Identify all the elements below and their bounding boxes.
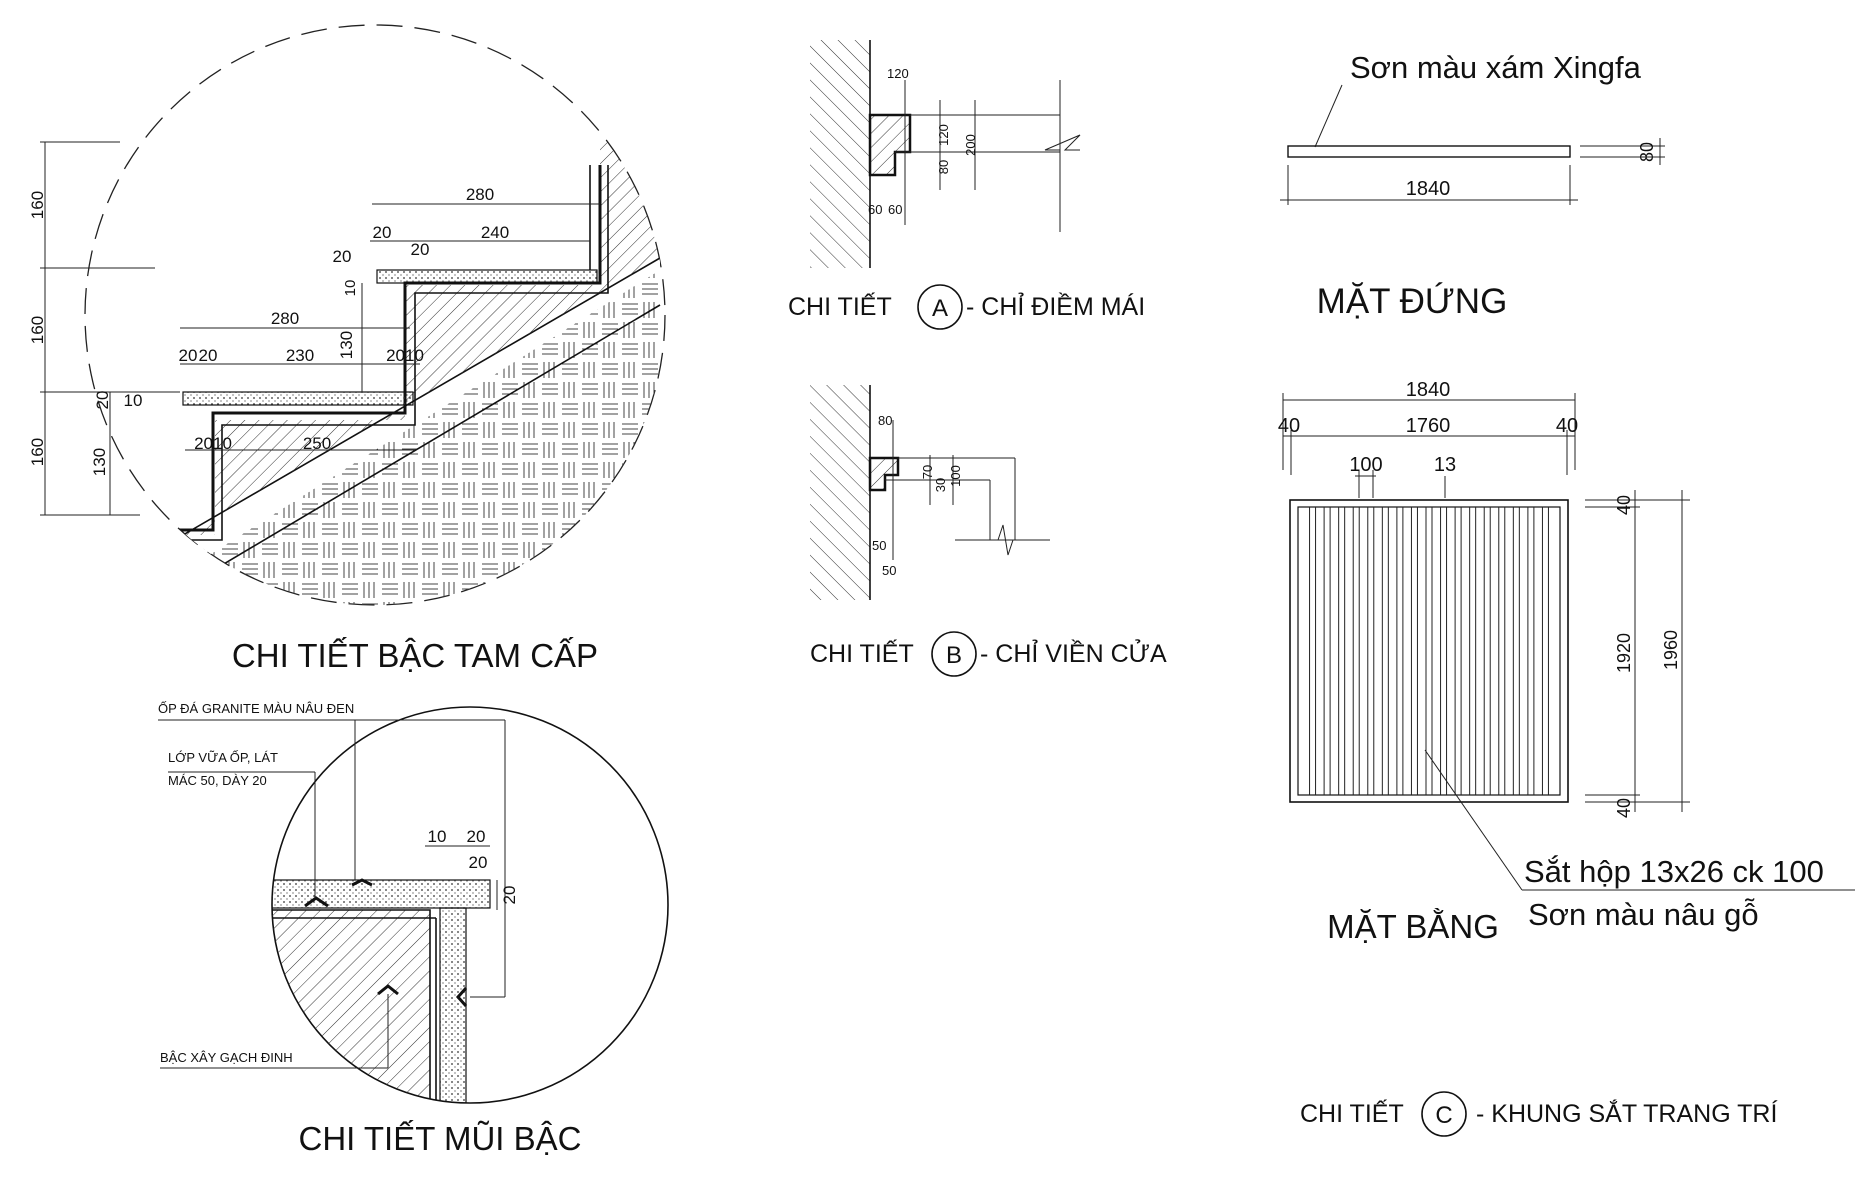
plan-edge-right: 40 bbox=[1556, 415, 1578, 437]
plan-edge-bottom: 40 bbox=[1614, 798, 1634, 818]
nosing-d20-c: 20 bbox=[500, 886, 519, 905]
tread-inner-upper: 240 bbox=[481, 223, 509, 242]
riser-dimensions: 160 160 160 bbox=[28, 141, 180, 516]
plan-height-inner: 1920 bbox=[1614, 633, 1634, 673]
detail-c-plan: 1840 40 1760 40 100 13 40 1920 40 1960 S… bbox=[1278, 379, 1855, 945]
riser-label-3: 160 bbox=[28, 438, 47, 466]
d2010-lower: 2010 bbox=[194, 434, 232, 453]
step-detail-title: CHI TIẾT BẬC TAM CẤP bbox=[232, 637, 598, 674]
elevation-title: MẶT ĐỨNG bbox=[1317, 282, 1508, 321]
plan-width-total: 1840 bbox=[1406, 379, 1451, 401]
nosing-left: 20 bbox=[93, 391, 112, 410]
elevation-width: 1840 bbox=[1406, 178, 1451, 200]
nosing-upper-2: 20 bbox=[333, 247, 352, 266]
nosing-upper: 20 bbox=[373, 223, 392, 242]
nosing-d20-b: 20 bbox=[469, 853, 488, 872]
detail-b-d50-b: 50 bbox=[882, 563, 896, 578]
upper-tread-dimensions: 280 20 240 20 20 10 130 bbox=[333, 185, 600, 392]
detail-a-title-suffix: - CHỈ ĐIỀM MÁI bbox=[966, 291, 1145, 321]
detail-c-title: CHI TIẾT C - KHUNG SẮT TRANG TRÍ bbox=[1300, 1091, 1777, 1137]
detail-c-title-suffix: - KHUNG SẮT TRANG TRÍ bbox=[1476, 1098, 1777, 1128]
detail-b-d50-a: 50 bbox=[872, 538, 886, 553]
rise-inner-lower: 130 bbox=[90, 448, 109, 476]
detail-b-d80: 80 bbox=[878, 413, 892, 428]
plan-spacing: 100 bbox=[1349, 454, 1382, 476]
detail-a: 120 120 200 80 60 60 CHI TIẾT A - CHỈ ĐI… bbox=[788, 40, 1145, 330]
lower-tread-dimensions: 280 20 20 230 2010 20 10 130 2010 250 bbox=[90, 309, 424, 515]
plan-height-total: 1960 bbox=[1661, 630, 1681, 670]
detail-b: 80 70 100 30 50 50 CHI TIẾT B - CHỈ VIỀN… bbox=[810, 385, 1167, 677]
step-detail: 160 160 160 280 20 240 20 20 10 130 280 … bbox=[28, 24, 666, 674]
d2010-upper: 2010 bbox=[386, 346, 424, 365]
detail-b-d100: 100 bbox=[948, 465, 963, 487]
detail-c-elevation: Sơn màu xám Xingfa 1840 80 MẶT ĐỨNG bbox=[1280, 50, 1665, 321]
rise-inner-upper: 130 bbox=[337, 331, 356, 359]
nosing-d10: 10 bbox=[428, 827, 447, 846]
detail-b-title-prefix: CHI TIẾT bbox=[810, 639, 914, 668]
detail-a-marker bbox=[917, 284, 963, 330]
detail-a-title-prefix: CHI TIẾT bbox=[788, 292, 892, 321]
bottom-dim: 250 bbox=[303, 434, 331, 453]
detail-a-d60-b: 60 bbox=[888, 202, 902, 217]
detail-b-marker-label: B bbox=[946, 642, 962, 669]
detail-b-marker bbox=[931, 631, 977, 677]
detail-a-d120: 120 bbox=[887, 66, 909, 81]
plan-title: MẶT BẰNG bbox=[1327, 908, 1499, 945]
detail-c-marker bbox=[1421, 1091, 1467, 1137]
detail-b-d70: 70 bbox=[920, 465, 935, 479]
offset-upper: 10 bbox=[342, 280, 359, 297]
detail-a-d120-v: 120 bbox=[936, 124, 951, 146]
plan-edge-top: 40 bbox=[1614, 495, 1634, 515]
detail-b-title-suffix: - CHỈ VIỀN CỬA bbox=[980, 638, 1167, 668]
nosing-upper-3: 20 bbox=[411, 240, 430, 259]
detail-b-d30: 30 bbox=[933, 478, 948, 492]
nosing-d20-a: 20 bbox=[467, 827, 486, 846]
tread-lower: 230 bbox=[286, 346, 314, 365]
granite-callout: ỐP ĐÁ GRANITE MÀU NÂU ĐEN bbox=[158, 701, 354, 716]
plan-bar: 13 bbox=[1434, 454, 1456, 476]
nosing-lower-a: 20 bbox=[179, 346, 198, 365]
detail-c-marker-label: C bbox=[1435, 1102, 1452, 1129]
plan-note-1: Sắt hộp 13x26 ck 100 bbox=[1524, 854, 1824, 889]
plan-width-inner: 1760 bbox=[1406, 415, 1451, 437]
tread-total-upper: 280 bbox=[466, 185, 494, 204]
detail-a-d60-a: 60 bbox=[868, 202, 882, 217]
plan-note-2: Sơn màu nâu gỗ bbox=[1528, 897, 1759, 932]
riser-label-1: 160 bbox=[28, 191, 47, 219]
detail-c-title-prefix: CHI TIẾT bbox=[1300, 1099, 1404, 1128]
plan-bars bbox=[1309, 507, 1549, 795]
detail-a-d200: 200 bbox=[963, 134, 978, 156]
brick-callout: BẬC XÂY GẠCH ĐINH bbox=[160, 1050, 293, 1065]
tread-total-lower: 280 bbox=[271, 309, 299, 328]
detail-a-d80: 80 bbox=[936, 160, 951, 174]
elevation-thickness: 80 bbox=[1637, 142, 1657, 162]
mortar-callout-2: MÁC 50, DÀY 20 bbox=[168, 773, 267, 788]
mortar-callout-1: LỚP VỮA ỐP, LÁT bbox=[168, 750, 278, 765]
detail-a-marker-label: A bbox=[932, 295, 948, 322]
offset-left: 10 bbox=[124, 391, 143, 410]
detail-boundary bbox=[84, 24, 666, 606]
riser-label-2: 160 bbox=[28, 316, 47, 344]
nosing-lower-b: 20 bbox=[199, 346, 218, 365]
plan-edge-left: 40 bbox=[1278, 415, 1300, 437]
elevation-note: Sơn màu xám Xingfa bbox=[1350, 50, 1642, 85]
nosing-detail: ỐP ĐÁ GRANITE MÀU NÂU ĐEN LỚP VỮA ỐP, LÁ… bbox=[158, 701, 669, 1157]
nosing-detail-title: CHI TIẾT MŨI BẬC bbox=[299, 1120, 582, 1157]
